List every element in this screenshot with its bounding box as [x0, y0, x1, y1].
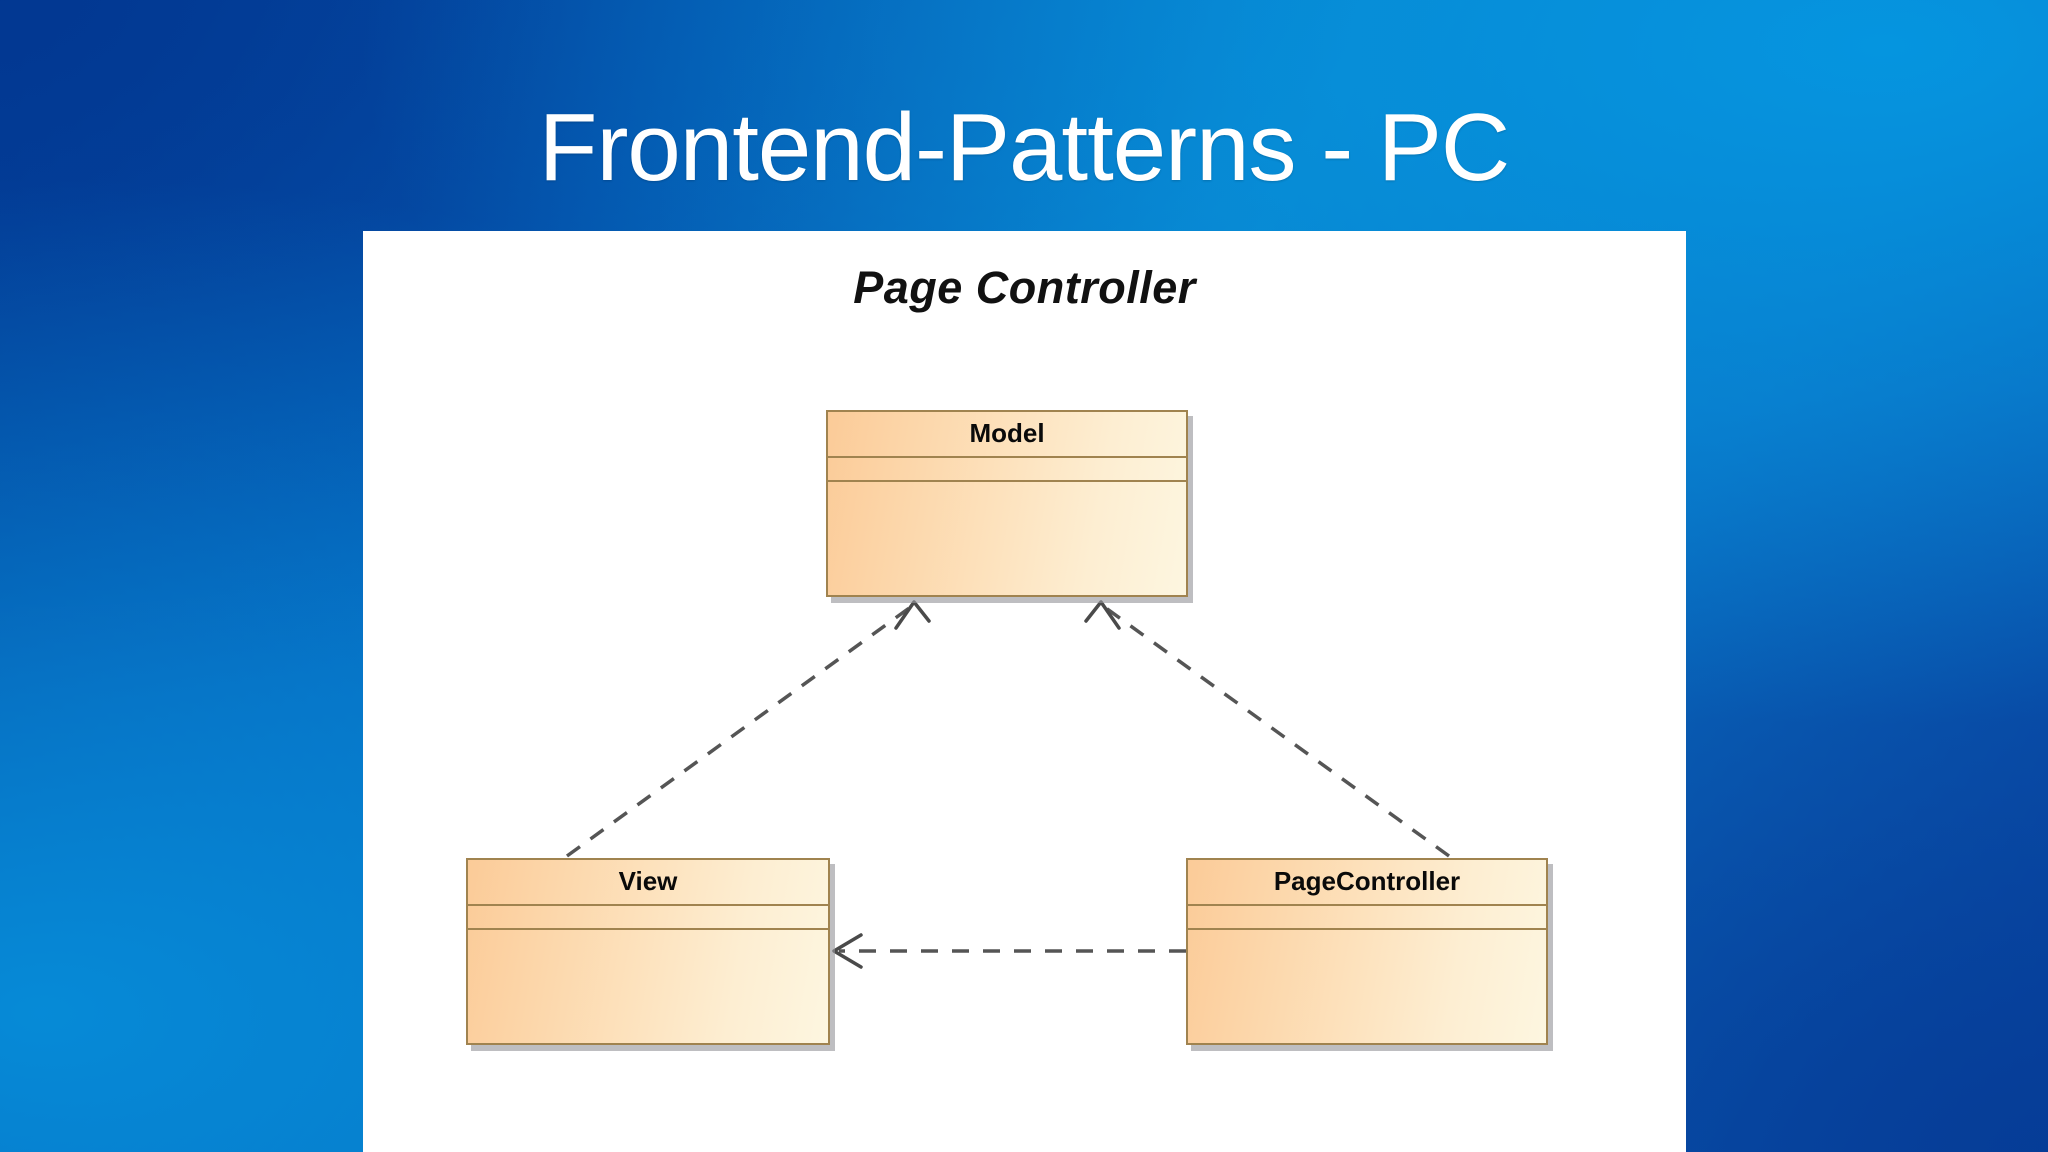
connector-pagecontroller-to-model — [1084, 600, 1451, 858]
uml-class-name-model: Model — [828, 412, 1186, 458]
uml-attributes-compartment-pagecontroller — [1188, 906, 1546, 930]
uml-class-pagecontroller[interactable]: PageController — [1186, 858, 1548, 1045]
uml-class-name-pagecontroller: PageController — [1188, 860, 1546, 906]
uml-operations-compartment-pagecontroller — [1188, 930, 1546, 1041]
diagram-panel: Page Controller Model — [363, 231, 1686, 1152]
diagram-title: Page Controller — [853, 262, 1196, 313]
uml-class-model[interactable]: Model — [826, 410, 1188, 597]
uml-class-view[interactable]: View — [466, 858, 830, 1045]
uml-attributes-compartment-model — [828, 458, 1186, 482]
uml-operations-compartment-view — [468, 930, 828, 1041]
connector-pagecontroller-to-view — [832, 933, 1186, 969]
uml-operations-compartment-model — [828, 482, 1186, 593]
uml-attributes-compartment-view — [468, 906, 828, 930]
slide-title: Frontend-Patterns - PC — [538, 94, 1510, 202]
connector-view-to-model — [565, 600, 931, 858]
uml-class-name-view: View — [468, 860, 828, 906]
